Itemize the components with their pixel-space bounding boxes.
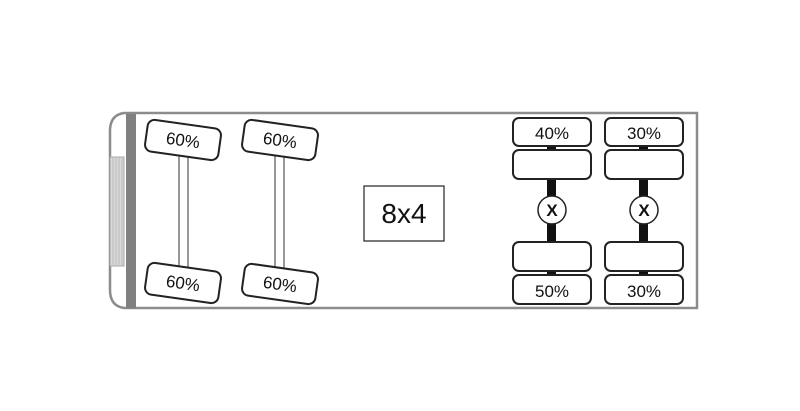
drive-axle-2-top-outer-tire bbox=[604, 117, 684, 147]
drive-axle-2-bottom-outer-tire bbox=[604, 274, 684, 305]
drive-axle-2-top-load: 30% bbox=[627, 124, 661, 143]
cab-step-grille bbox=[112, 158, 123, 265]
cab-step-panel bbox=[109, 156, 125, 267]
steer-axle-1-bottom-load: 60% bbox=[165, 272, 201, 296]
steer-axle-2: 60% 60% bbox=[241, 118, 319, 306]
steer-axle-1-shaft bbox=[178, 152, 189, 270]
steer-axle-1-top-tire bbox=[144, 118, 222, 162]
drive-axle-1-bottom-inner-tire bbox=[512, 241, 592, 272]
steer-axle-2-shaft bbox=[274, 152, 285, 270]
drive-axle-2-diff-lock-icon: X bbox=[638, 201, 650, 220]
drive-axle-1-differential bbox=[537, 195, 567, 225]
steer-axle-2-bottom-load: 60% bbox=[262, 273, 298, 297]
cab-front-bar bbox=[126, 114, 136, 308]
drive-axle-2-top-inner-tire bbox=[604, 149, 684, 180]
drive-axle-2-bottom-load: 30% bbox=[627, 282, 661, 301]
drive-axle-2: 30% 30% X bbox=[604, 117, 684, 305]
drive-axle-1-top-load: 40% bbox=[535, 124, 569, 143]
configuration-label: 8x4 bbox=[381, 198, 426, 229]
steer-axle-1-top-load: 60% bbox=[165, 129, 201, 153]
drive-axle-1-top-inner-tire bbox=[512, 149, 592, 180]
drive-axle-1-bottom-outer-tire bbox=[512, 274, 592, 305]
drive-axle-1-bottom-load: 50% bbox=[535, 282, 569, 301]
steer-axle-2-top-load: 60% bbox=[262, 129, 298, 153]
drive-axle-1-diff-lock-icon: X bbox=[546, 201, 558, 220]
configuration-box: 8x4 bbox=[363, 185, 445, 242]
drive-axle-2-bottom-inner-tire bbox=[604, 241, 684, 272]
steer-axle-2-top-tire bbox=[241, 118, 319, 162]
steer-axle-2-bottom-tire bbox=[241, 262, 319, 306]
drive-axle-1: 40% 50% X bbox=[512, 117, 592, 305]
drive-axle-1-top-outer-tire bbox=[512, 117, 592, 147]
steer-axle-1-bottom-tire bbox=[144, 261, 222, 305]
drive-axle-2-differential bbox=[629, 195, 659, 225]
steer-axle-1: 60% 60% bbox=[144, 118, 222, 305]
